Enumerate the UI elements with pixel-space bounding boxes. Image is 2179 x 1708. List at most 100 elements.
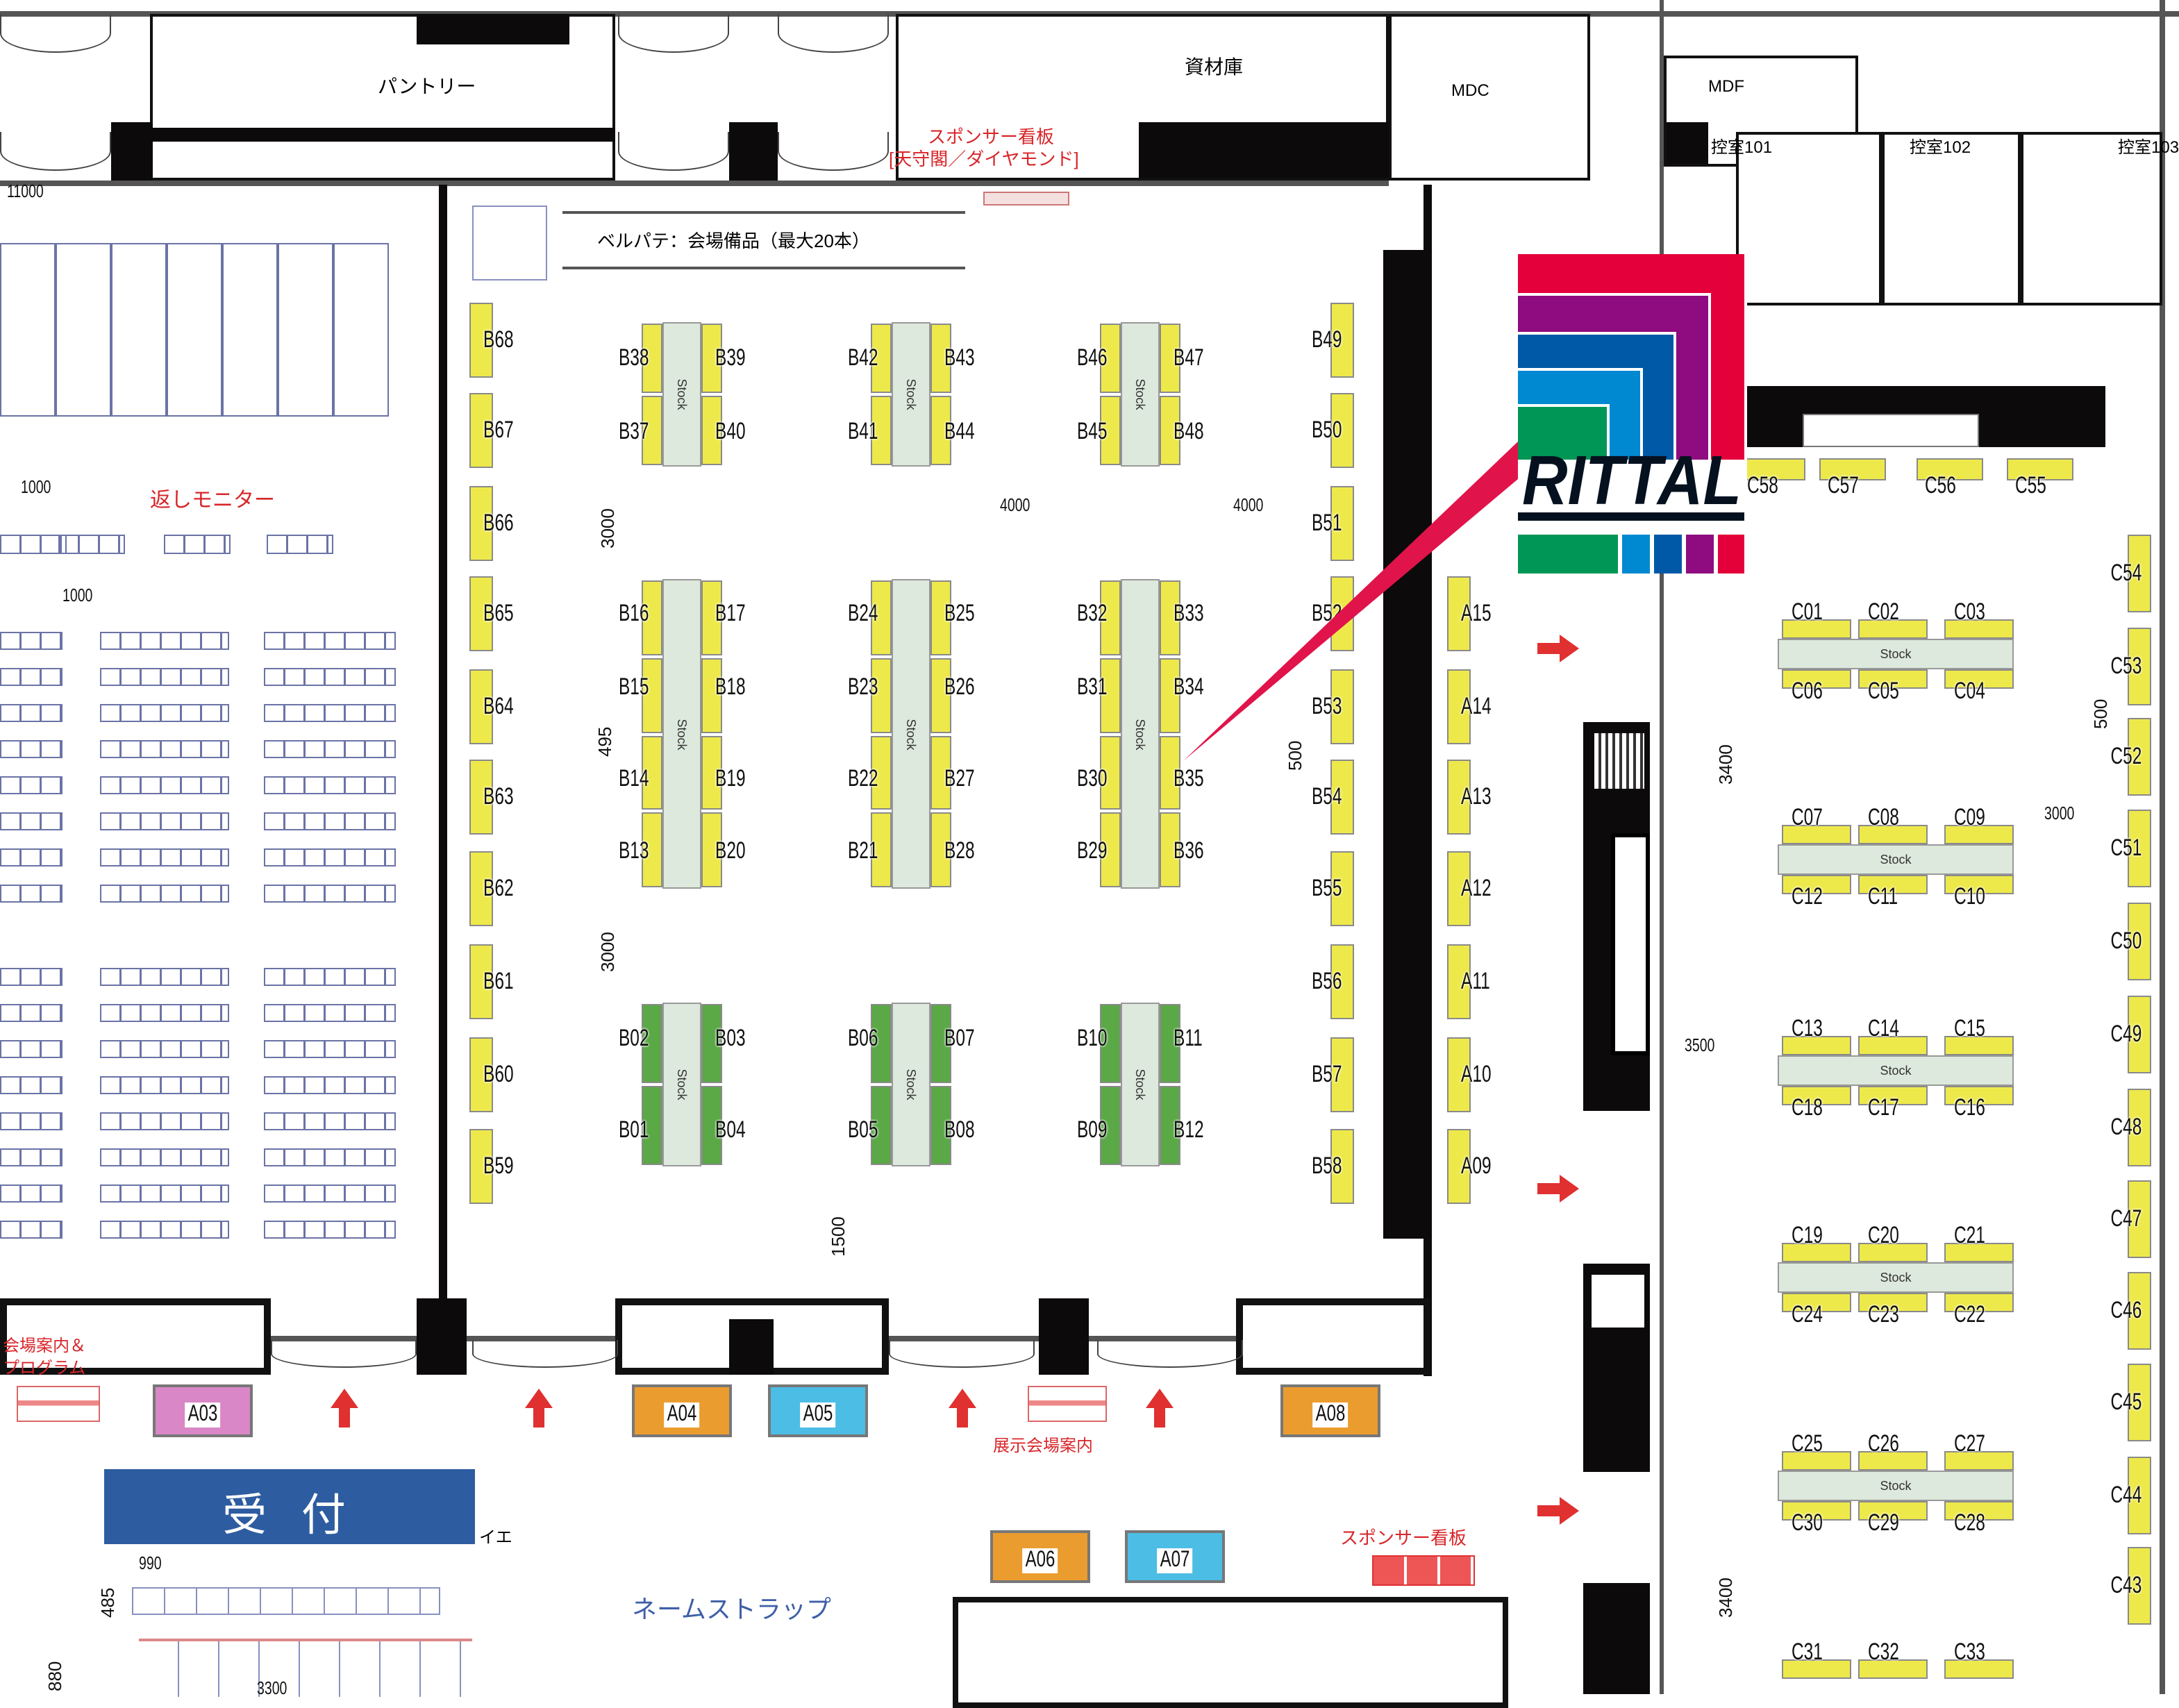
- booth-C51[interactable]: [2128, 810, 2151, 887]
- booth-B32[interactable]: [1100, 580, 1121, 655]
- booth-B62[interactable]: [469, 851, 493, 926]
- booth-B57[interactable]: [1330, 1037, 1354, 1112]
- booth-C54[interactable]: [2128, 535, 2151, 612]
- booth-C05[interactable]: [1858, 669, 1928, 689]
- booth-A08[interactable]: A08: [1280, 1384, 1380, 1437]
- booth-B51[interactable]: [1330, 486, 1354, 561]
- booth-C57[interactable]: [1819, 458, 1886, 480]
- booth-A13[interactable]: [1447, 760, 1471, 835]
- booth-C24[interactable]: [1782, 1293, 1851, 1312]
- booth-B26[interactable]: [930, 658, 951, 732]
- booth-B36[interactable]: [1160, 812, 1180, 887]
- booth-B18[interactable]: [701, 658, 722, 732]
- booth-B22[interactable]: [871, 735, 892, 810]
- booth-B43[interactable]: [930, 324, 951, 393]
- booth-C17[interactable]: [1858, 1086, 1928, 1105]
- booth-C09[interactable]: [1944, 825, 2014, 844]
- booth-C14[interactable]: [1858, 1036, 1928, 1055]
- booth-B45[interactable]: [1100, 396, 1121, 465]
- booth-B61[interactable]: [469, 944, 493, 1019]
- booth-B66[interactable]: [469, 486, 493, 561]
- booth-C07[interactable]: [1782, 825, 1851, 844]
- booth-B33[interactable]: [1160, 580, 1180, 655]
- booth-C46[interactable]: [2128, 1272, 2151, 1350]
- booth-B12[interactable]: [1160, 1086, 1180, 1165]
- booth-C30[interactable]: [1782, 1501, 1851, 1521]
- booth-B48[interactable]: [1160, 396, 1180, 465]
- booth-C44[interactable]: [2128, 1457, 2151, 1534]
- booth-C25[interactable]: [1782, 1451, 1851, 1471]
- booth-C27[interactable]: [1944, 1451, 2014, 1471]
- booth-C03[interactable]: [1944, 619, 2014, 639]
- booth-C53[interactable]: [2128, 628, 2151, 705]
- booth-C56[interactable]: [1917, 458, 1983, 480]
- booth-C01[interactable]: [1782, 619, 1851, 639]
- booth-C49[interactable]: [2128, 996, 2151, 1073]
- booth-B65[interactable]: [469, 576, 493, 651]
- booth-B19[interactable]: [701, 735, 722, 810]
- booth-B21[interactable]: [871, 812, 892, 887]
- booth-B46[interactable]: [1100, 324, 1121, 393]
- booth-B68[interactable]: [469, 303, 493, 378]
- booth-B15[interactable]: [642, 658, 662, 732]
- booth-A12[interactable]: [1447, 851, 1471, 926]
- booth-C13[interactable]: [1782, 1036, 1851, 1055]
- booth-B40[interactable]: [701, 396, 722, 465]
- booth-A04[interactable]: A04: [632, 1384, 732, 1437]
- booth-C48[interactable]: [2128, 1089, 2151, 1166]
- booth-C11[interactable]: [1858, 875, 1928, 894]
- booth-B63[interactable]: [469, 760, 493, 835]
- booth-B41[interactable]: [871, 396, 892, 465]
- booth-C12[interactable]: [1782, 875, 1851, 894]
- booth-B37[interactable]: [642, 396, 662, 465]
- booth-B01[interactable]: [642, 1086, 662, 1165]
- booth-B64[interactable]: [469, 669, 493, 744]
- booth-C31[interactable]: [1782, 1659, 1851, 1679]
- booth-C52[interactable]: [2128, 718, 2151, 796]
- booth-A14[interactable]: [1447, 669, 1471, 744]
- booth-C19[interactable]: [1782, 1243, 1851, 1262]
- booth-B27[interactable]: [930, 735, 951, 810]
- booth-B14[interactable]: [642, 735, 662, 810]
- booth-A05[interactable]: A05: [768, 1384, 868, 1437]
- booth-B67[interactable]: [469, 393, 493, 468]
- booth-C58[interactable]: [1739, 458, 1805, 480]
- booth-C04[interactable]: [1944, 669, 2014, 689]
- booth-B10[interactable]: [1100, 1004, 1121, 1083]
- booth-B25[interactable]: [930, 580, 951, 655]
- booth-B09[interactable]: [1100, 1086, 1121, 1165]
- booth-C16[interactable]: [1944, 1086, 2014, 1105]
- booth-C06[interactable]: [1782, 669, 1851, 689]
- booth-C23[interactable]: [1858, 1293, 1928, 1312]
- booth-B30[interactable]: [1100, 735, 1121, 810]
- booth-C32[interactable]: [1858, 1659, 1928, 1679]
- booth-B35[interactable]: [1160, 735, 1180, 810]
- booth-A06[interactable]: A06: [990, 1530, 1090, 1583]
- booth-B54[interactable]: [1330, 760, 1354, 835]
- booth-B17[interactable]: [701, 580, 722, 655]
- booth-A03[interactable]: A03: [153, 1384, 253, 1437]
- booth-B55[interactable]: [1330, 851, 1354, 926]
- booth-B28[interactable]: [930, 812, 951, 887]
- booth-B38[interactable]: [642, 324, 662, 393]
- booth-C50[interactable]: [2128, 903, 2151, 980]
- booth-B42[interactable]: [871, 324, 892, 393]
- booth-C43[interactable]: [2128, 1547, 2151, 1625]
- booth-B58[interactable]: [1330, 1129, 1354, 1204]
- booth-B59[interactable]: [469, 1129, 493, 1204]
- booth-B20[interactable]: [701, 812, 722, 887]
- booth-B49[interactable]: [1330, 303, 1354, 378]
- booth-B06[interactable]: [871, 1004, 892, 1083]
- booth-B13[interactable]: [642, 812, 662, 887]
- booth-C26[interactable]: [1858, 1451, 1928, 1471]
- booth-C55[interactable]: [2007, 458, 2073, 480]
- booth-B56[interactable]: [1330, 944, 1354, 1019]
- booth-A10[interactable]: [1447, 1037, 1471, 1112]
- booth-C28[interactable]: [1944, 1501, 2014, 1521]
- booth-C10[interactable]: [1944, 875, 2014, 894]
- booth-B60[interactable]: [469, 1037, 493, 1112]
- booth-B34[interactable]: [1160, 658, 1180, 732]
- booth-C08[interactable]: [1858, 825, 1928, 844]
- booth-A11[interactable]: [1447, 944, 1471, 1019]
- booth-C20[interactable]: [1858, 1243, 1928, 1262]
